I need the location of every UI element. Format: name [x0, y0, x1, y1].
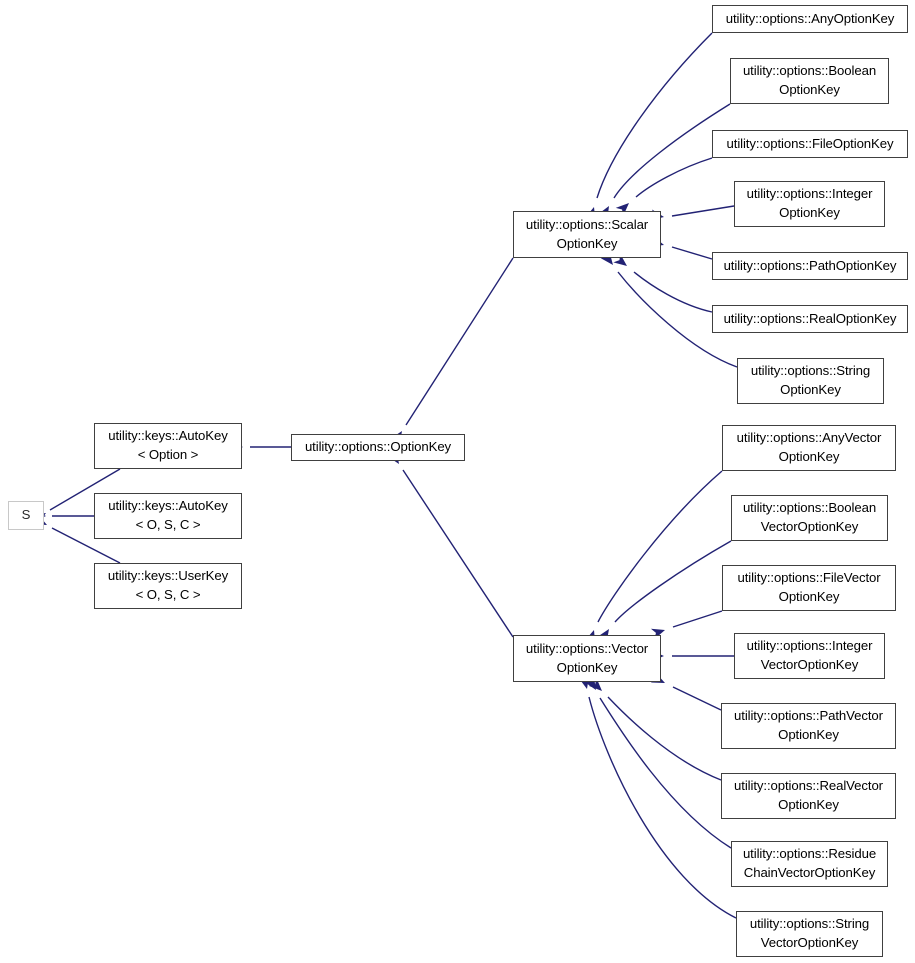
class-node-label: utility::options::OptionKey: [304, 439, 452, 455]
class-node-stringvector[interactable]: utility::options::String VectorOptionKey: [736, 911, 883, 957]
class-node-realvector[interactable]: utility::options::RealVector OptionKey: [721, 773, 896, 819]
class-node-residuechainvector[interactable]: utility::options::Residue ChainVectorOpt…: [731, 841, 888, 887]
class-node-label: utility::options::FileVector OptionKey: [737, 570, 881, 604]
class-node-label: utility::options::Boolean VectorOptionKe…: [742, 500, 877, 534]
class-node-label: S: [21, 507, 31, 523]
class-node-label: utility::options::Integer OptionKey: [746, 186, 873, 220]
class-node-autokey_option[interactable]: utility::keys::AutoKey < Option >: [94, 423, 242, 469]
inheritance-edge: [596, 32, 713, 199]
class-node-label: utility::options::AnyOptionKey: [725, 10, 895, 26]
inheritance-edge: [597, 470, 723, 623]
inheritance-edge: [672, 686, 722, 711]
class-node-label: utility::options::Vector OptionKey: [525, 640, 649, 675]
class-node-label: utility::options::FileOptionKey: [726, 135, 894, 151]
class-node-label: utility::options::String VectorOptionKey: [749, 916, 870, 950]
class-node-label: utility::options::String OptionKey: [750, 363, 871, 397]
class-node-integer[interactable]: utility::options::Integer OptionKey: [734, 181, 885, 227]
class-node-label: utility::options::PathVector OptionKey: [734, 708, 883, 742]
class-node-pathvector[interactable]: utility::options::PathVector OptionKey: [721, 703, 896, 749]
inheritance-edge: [599, 697, 732, 849]
inheritance-edge: [671, 205, 735, 217]
class-node-optionkey[interactable]: utility::options::OptionKey: [291, 434, 465, 461]
class-node-autokey_osc[interactable]: utility::keys::AutoKey < O, S, C >: [94, 493, 242, 539]
class-node-label: utility::options::RealOptionKey: [723, 310, 897, 326]
class-node-label: utility::options::Residue ChainVectorOpt…: [742, 846, 877, 880]
class-node-label: utility::options::Boolean OptionKey: [742, 63, 877, 97]
inheritance-edge: [402, 469, 514, 638]
class-node-real[interactable]: utility::options::RealOptionKey: [712, 305, 908, 333]
inheritance-edge: [672, 610, 723, 628]
class-node-label: utility::options::Scalar OptionKey: [525, 216, 649, 251]
class-node-boolean[interactable]: utility::options::Boolean OptionKey: [730, 58, 889, 104]
class-node-s[interactable]: S: [8, 501, 44, 530]
class-node-userkey_osc[interactable]: utility::keys::UserKey < O, S, C >: [94, 563, 242, 609]
class-node-booleanvector[interactable]: utility::options::Boolean VectorOptionKe…: [731, 495, 888, 541]
class-node-integervector[interactable]: utility::options::Integer VectorOptionKe…: [734, 633, 885, 679]
class-node-any[interactable]: utility::options::AnyOptionKey: [712, 5, 908, 33]
class-node-filevector[interactable]: utility::options::FileVector OptionKey: [722, 565, 896, 611]
class-node-anyvector[interactable]: utility::options::AnyVector OptionKey: [722, 425, 896, 471]
inheritance-edge: [405, 257, 514, 426]
class-node-path[interactable]: utility::options::PathOptionKey: [712, 252, 908, 280]
inheritance-edge: [635, 157, 713, 198]
inheritance-edge: [633, 271, 713, 313]
inheritance-edge: [614, 540, 732, 623]
class-node-string[interactable]: utility::options::String OptionKey: [737, 358, 884, 404]
inheritance-edge: [588, 696, 737, 919]
inheritance-edge: [607, 696, 722, 781]
class-node-label: utility::keys::AutoKey < O, S, C >: [108, 498, 228, 532]
class-node-file[interactable]: utility::options::FileOptionKey: [712, 130, 908, 158]
class-node-label: utility::keys::UserKey < O, S, C >: [107, 568, 229, 602]
class-node-label: utility::options::RealVector OptionKey: [734, 778, 883, 812]
class-node-label: utility::keys::AutoKey < Option >: [108, 428, 228, 462]
class-node-label: utility::options::PathOptionKey: [723, 257, 897, 273]
class-node-scalaroptionkey[interactable]: utility::options::Scalar OptionKey: [513, 211, 661, 258]
inheritance-edge: [671, 246, 713, 260]
class-node-label: utility::options::Integer VectorOptionKe…: [746, 638, 873, 672]
class-node-vectoroptionkey[interactable]: utility::options::Vector OptionKey: [513, 635, 661, 682]
class-node-label: utility::options::AnyVector OptionKey: [736, 430, 882, 464]
